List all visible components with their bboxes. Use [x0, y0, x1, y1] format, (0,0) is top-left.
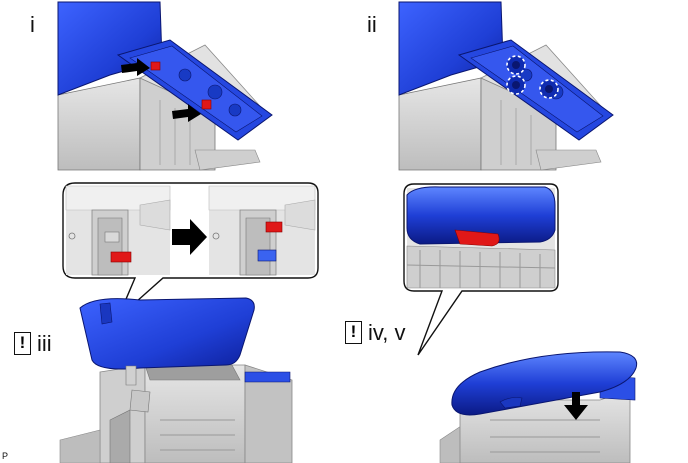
figure-code: P [2, 451, 9, 461]
step-label-i: i [30, 12, 35, 37]
panel-iv-v-illustration [403, 183, 638, 463]
arrow-right-icon [172, 219, 207, 255]
step-label-iii: iii [37, 330, 52, 356]
dashed-circle-icon [506, 55, 526, 75]
inset-after [208, 185, 316, 276]
dashed-circle-icon [506, 75, 526, 95]
inset-before [65, 185, 171, 276]
panel-ii-illustration [398, 1, 614, 171]
warning-box-icon: ! [345, 321, 362, 344]
step-iv-v-header: ! iv, v [345, 321, 405, 344]
step-label-ii: ii [367, 12, 377, 37]
warning-box-icon: ! [14, 332, 31, 355]
panel-i-illustration [57, 1, 273, 171]
step-iii-header: ! iii [14, 332, 52, 355]
arrow-down-icon [564, 392, 588, 420]
panel-iii-illustration [59, 182, 319, 463]
dashed-circle-icon [539, 79, 559, 99]
step-label-iv-v: iv, v [368, 319, 406, 345]
